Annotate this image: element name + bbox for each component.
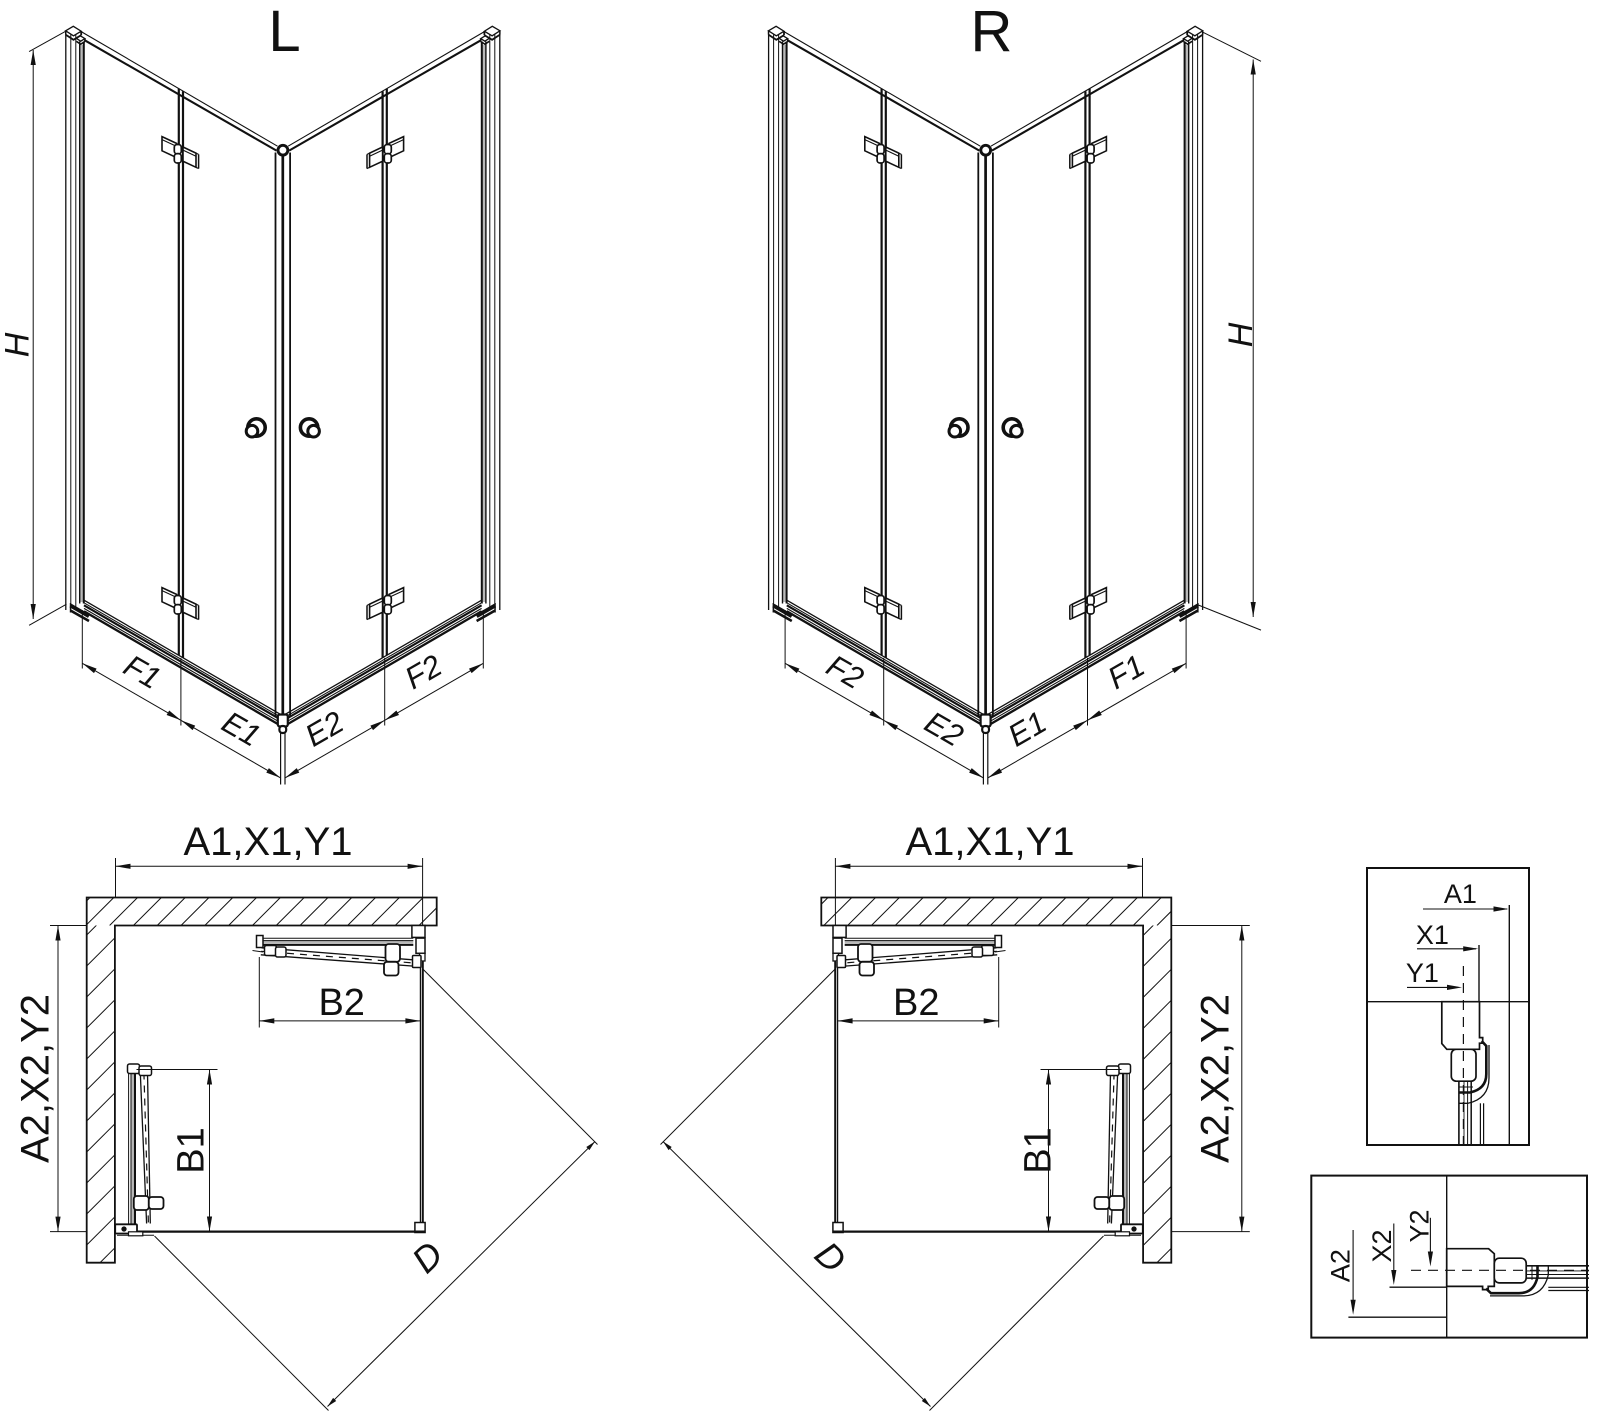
- svg-text:A2: A2: [1326, 1249, 1356, 1282]
- svg-text:A1: A1: [1444, 879, 1477, 909]
- svg-text:A1,X1,Y1: A1,X1,Y1: [905, 820, 1074, 864]
- svg-text:A2,X2,Y2: A2,X2,Y2: [1194, 994, 1238, 1163]
- svg-text:X1: X1: [1416, 920, 1449, 950]
- svg-text:Y2: Y2: [1405, 1209, 1435, 1242]
- svg-text:H: H: [1222, 322, 1260, 347]
- svg-text:Y1: Y1: [1406, 958, 1439, 988]
- svg-text:B2: B2: [893, 982, 939, 1024]
- svg-text:X2: X2: [1367, 1229, 1397, 1262]
- svg-text:L: L: [268, 0, 300, 64]
- svg-text:B1: B1: [1018, 1127, 1060, 1173]
- svg-text:R: R: [971, 0, 1013, 64]
- svg-text:A2,X2,Y2: A2,X2,Y2: [14, 994, 58, 1163]
- svg-text:B2: B2: [318, 982, 364, 1024]
- svg-text:H: H: [0, 332, 37, 357]
- svg-text:A1,X1,Y1: A1,X1,Y1: [183, 820, 352, 864]
- svg-text:B1: B1: [171, 1127, 213, 1173]
